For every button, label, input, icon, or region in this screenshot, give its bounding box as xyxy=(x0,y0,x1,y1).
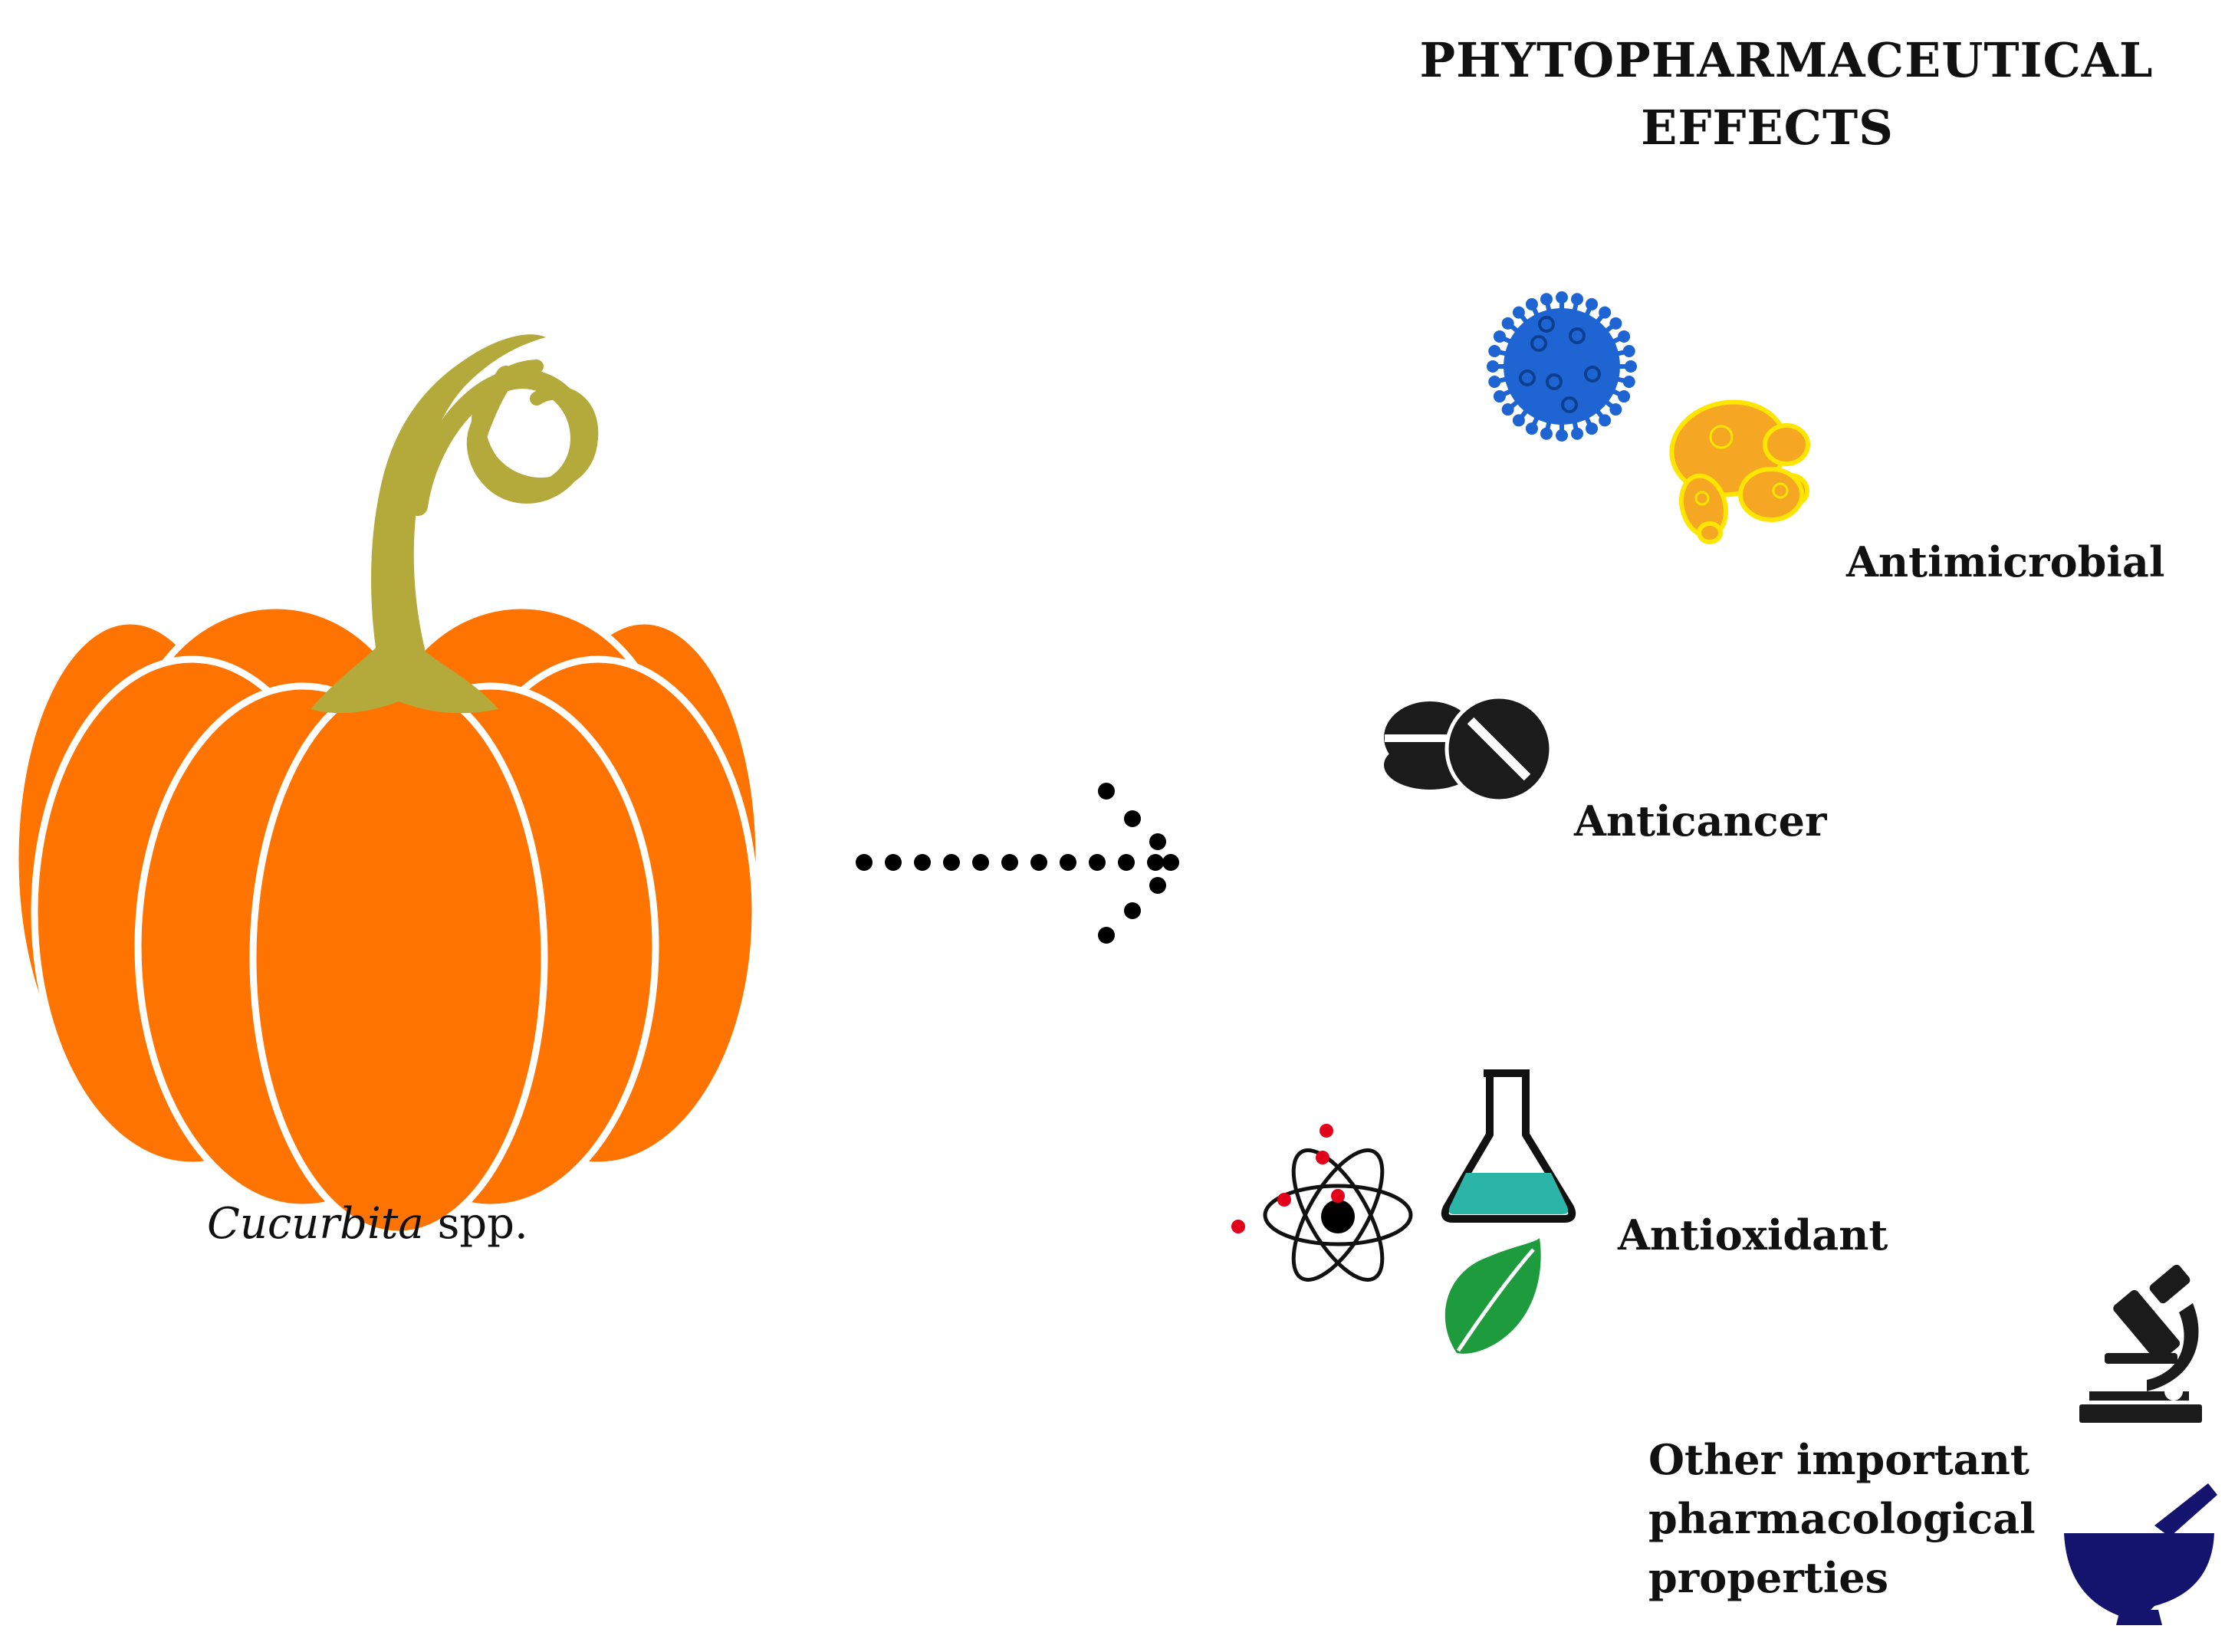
virus-spike-tip xyxy=(1625,360,1637,373)
electron-dot xyxy=(1316,1151,1329,1164)
arrow-dot xyxy=(972,854,989,871)
arrow-dot xyxy=(1060,854,1076,871)
electron-dot xyxy=(1331,1189,1345,1203)
virus-spot xyxy=(1569,327,1586,344)
arrow-dot xyxy=(1001,854,1018,871)
arrow-dot xyxy=(1149,877,1166,894)
flask-icon xyxy=(1441,1069,1576,1223)
fungus-nucleus xyxy=(1694,491,1710,506)
virus-spike-tip xyxy=(1487,360,1499,373)
virus-spike-tip xyxy=(1586,297,1599,310)
pill-icon xyxy=(1384,695,1553,803)
electron-dot xyxy=(1320,1124,1333,1138)
label-antimicrobial: Antimicrobial xyxy=(1845,537,2164,586)
arrow-dot xyxy=(885,854,902,871)
virus-spike-tip xyxy=(1586,422,1599,435)
label-antioxidant: Antioxidant xyxy=(1617,1210,1888,1260)
virus-spike-tip xyxy=(1556,429,1568,442)
virus-spike-tip xyxy=(1493,330,1506,343)
virus-spike-tip xyxy=(1609,403,1622,416)
arrow-icon xyxy=(856,783,1179,944)
virus-spike-tip xyxy=(1609,317,1622,330)
virus-spot xyxy=(1530,335,1547,352)
label-other-line-3: properties xyxy=(1648,1553,1888,1602)
virus-spike-tip xyxy=(1525,422,1538,435)
virus-spike-tip xyxy=(1540,293,1553,306)
fungus-cell xyxy=(1697,521,1723,544)
virus-spike-tip xyxy=(1599,414,1612,427)
virus-spike-tip xyxy=(1512,414,1525,427)
virus-spot xyxy=(1584,366,1601,383)
species-suffix: spp. xyxy=(424,1199,528,1249)
virus-spike-tip xyxy=(1525,297,1538,310)
microscope-icon xyxy=(2079,1264,2202,1423)
label-other-line-2: pharmacological xyxy=(1648,1494,2036,1543)
virus-spot xyxy=(1519,369,1536,386)
heading-line-1: PHYTOPHARMACEUTICAL xyxy=(1419,32,2153,88)
virus-spot xyxy=(1561,396,1578,413)
virus-spike-tip xyxy=(1488,344,1501,357)
arrow-dot xyxy=(1098,783,1115,800)
mortar-pestle-icon xyxy=(2064,1483,2217,1625)
stem-shape xyxy=(311,334,546,714)
leaf-icon xyxy=(1444,1238,1541,1354)
virus-spot xyxy=(1538,316,1555,333)
virus-spike-tip xyxy=(1571,427,1584,440)
tendril-icon xyxy=(471,360,599,491)
arrow-dot xyxy=(1124,902,1141,919)
virus-spike-tip xyxy=(1618,390,1631,403)
arrow-dot xyxy=(1118,854,1135,871)
atom-icon xyxy=(1231,1124,1413,1282)
pumpkin-icon xyxy=(12,334,763,1238)
virus-icon xyxy=(1487,291,1637,442)
virus-spike-tip xyxy=(1622,376,1635,389)
arrow-dot xyxy=(1089,854,1106,871)
virus-spike-tip xyxy=(1488,376,1501,389)
arrow-dot xyxy=(856,854,873,871)
virus-spike-tip xyxy=(1571,293,1584,306)
arrow-dot xyxy=(1124,810,1141,827)
virus-spike-tip xyxy=(1556,291,1568,304)
label-anticancer: Anticancer xyxy=(1573,796,1827,846)
arrow-dot xyxy=(914,854,931,871)
arrow-dot xyxy=(1030,854,1047,871)
fungus-cell xyxy=(1738,467,1804,522)
fungus-nucleus xyxy=(1772,482,1789,499)
source-caption: Cucurbita spp. xyxy=(207,1199,528,1249)
electron-dot xyxy=(1277,1193,1291,1207)
genus-name: Cucurbita xyxy=(207,1199,424,1249)
virus-spike-tip xyxy=(1618,330,1631,343)
virus-spot xyxy=(1546,373,1563,390)
arrow-dot xyxy=(1098,927,1115,944)
virus-spike-tip xyxy=(1599,306,1612,319)
arrow-dot xyxy=(1147,854,1164,871)
fungus-icon xyxy=(1669,399,1810,544)
virus-spike-tip xyxy=(1540,427,1553,440)
heading-line-2: EFFECTS xyxy=(1641,100,1894,156)
arrow-dot xyxy=(943,854,960,871)
virus-spike-tip xyxy=(1493,390,1506,403)
virus-body xyxy=(1504,308,1620,425)
virus-spike-tip xyxy=(1501,317,1514,330)
fungus-cell xyxy=(1763,423,1810,466)
virus-spike-tip xyxy=(1501,403,1514,416)
arrow-dot xyxy=(1149,833,1166,850)
virus-spike-tip xyxy=(1622,344,1635,357)
arrow-dot xyxy=(1162,854,1179,871)
electron-dot xyxy=(1231,1220,1245,1233)
virus-spike-tip xyxy=(1512,306,1525,319)
fungus-nucleus xyxy=(1709,425,1734,449)
label-other-line-1: Other important xyxy=(1648,1435,2029,1484)
